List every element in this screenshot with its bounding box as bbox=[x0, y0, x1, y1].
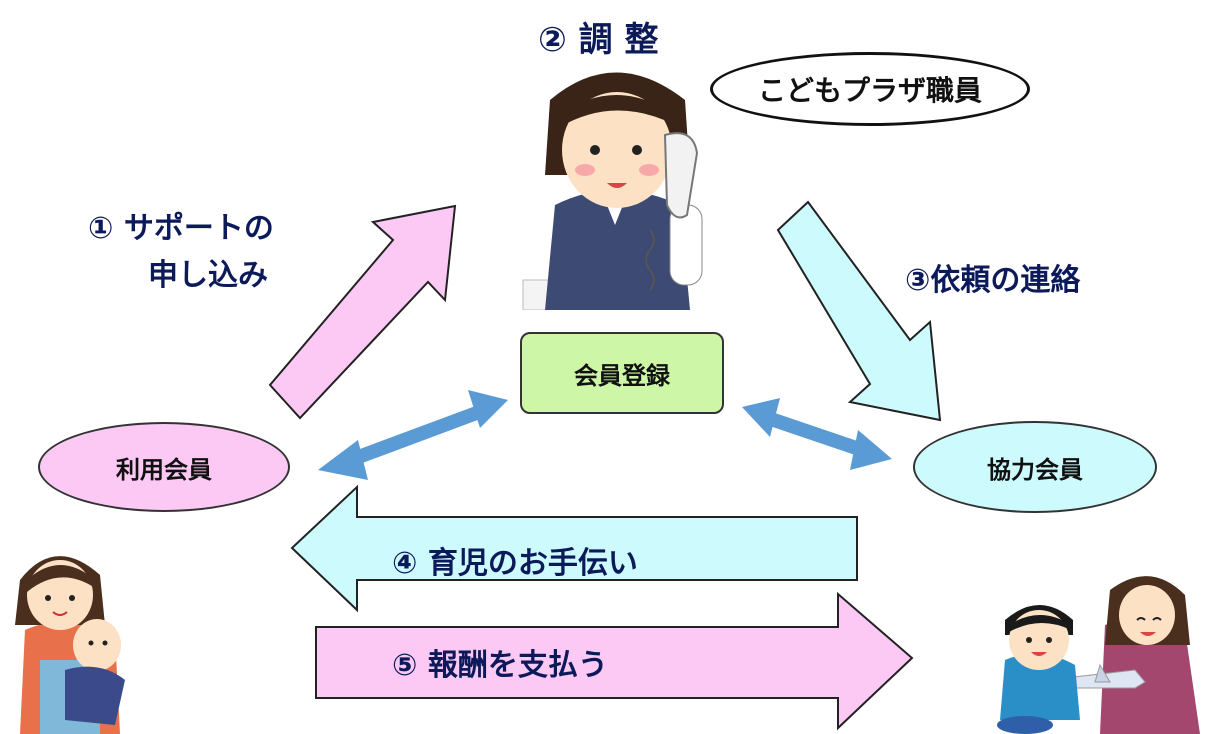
staff-bubble: こどもプラザ職員 bbox=[710, 52, 1030, 126]
registration-label: 会員登録 bbox=[574, 361, 670, 390]
step3-label: ③依頼の連絡 bbox=[905, 263, 1081, 298]
step1-label-line2: 申し込み bbox=[148, 258, 268, 293]
member-child-illustration bbox=[997, 576, 1200, 734]
user-member-label: 利用会員 bbox=[116, 455, 212, 484]
double-arrow-right bbox=[742, 398, 892, 470]
mother-baby-illustration bbox=[15, 556, 125, 734]
registration-box: 会員登録 bbox=[520, 332, 724, 414]
step2-label: ② 調 整 bbox=[538, 20, 659, 60]
step4-label: ④ 育児のお手伝い bbox=[392, 546, 638, 581]
arrow-request bbox=[776, 200, 942, 422]
double-arrow-left bbox=[318, 390, 508, 480]
arrow-childcare bbox=[290, 484, 858, 613]
arrow-apply bbox=[268, 204, 457, 420]
step5-label: ⑤ 報酬を支払う bbox=[392, 648, 608, 683]
cooperating-member-oval: 協力会員 bbox=[913, 421, 1157, 513]
step1-label-line1: ① サポートの bbox=[88, 211, 274, 246]
user-member-oval: 利用会員 bbox=[38, 422, 290, 512]
cooperating-member-label: 協力会員 bbox=[987, 455, 1083, 484]
staff-label: こどもプラザ職員 bbox=[757, 74, 982, 107]
arrow-payment bbox=[315, 591, 914, 731]
staff-illustration bbox=[522, 72, 703, 310]
